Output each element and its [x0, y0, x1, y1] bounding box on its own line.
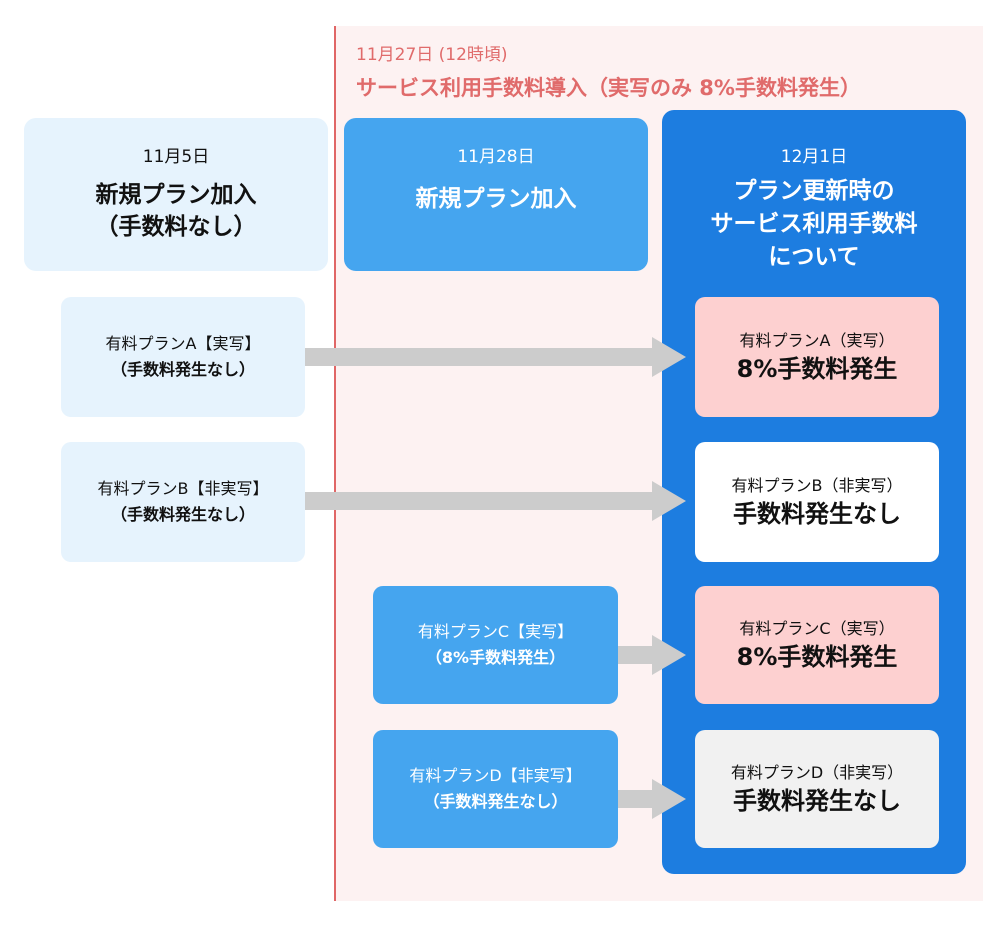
plan-c-box: 有料プランC【実写】 （8%手数料発生）	[373, 586, 618, 704]
plan-label: 有料プランD【非実写】	[409, 766, 582, 785]
arrow-plan-c	[618, 635, 686, 675]
event-title: サービス利用手数料導入（実写のみ 8%手数料発生）	[356, 76, 861, 100]
result-value: 手数料発生なし	[733, 787, 901, 815]
result-label: 有料プランB（非実写）	[731, 476, 903, 495]
plan-fee-note: （手数料発生なし）	[110, 505, 255, 524]
event-divider-line	[334, 26, 336, 901]
column-date: 12月1日	[780, 147, 848, 167]
arrow-plan-d	[618, 779, 686, 819]
event-date: 11月27日 (12時頃)	[356, 45, 508, 65]
result-label: 有料プランA（実写）	[739, 331, 895, 350]
plan-b-box: 有料プランB【非実写】 （手数料発生なし）	[61, 442, 305, 562]
plan-fee-note: （8%手数料発生）	[425, 648, 566, 667]
result-plan-c: 有料プランC（実写） 8%手数料発生	[695, 586, 939, 704]
result-label: 有料プランD（非実写）	[730, 763, 904, 782]
column-title: 新規プラン加入	[415, 186, 577, 212]
result-value: 8%手数料発生	[736, 355, 898, 383]
result-value: 手数料発生なし	[733, 500, 901, 528]
arrow-plan-a	[305, 337, 686, 377]
column-date: 11月5日	[142, 147, 210, 167]
column-date: 11月28日	[457, 147, 535, 167]
column-title: 新規プラン加入 （手数料なし）	[95, 182, 257, 240]
result-plan-a: 有料プランA（実写） 8%手数料発生	[695, 297, 939, 417]
plan-a-box: 有料プランA【実写】 （手数料発生なし）	[61, 297, 305, 417]
result-label: 有料プランC（実写）	[739, 619, 895, 638]
arrow-plan-b	[305, 481, 686, 521]
column-nov5: 11月5日 新規プラン加入 （手数料なし）	[24, 118, 328, 271]
result-value: 8%手数料発生	[736, 643, 898, 671]
plan-label: 有料プランC【実写】	[417, 622, 574, 641]
plan-fee-note: （手数料発生なし）	[110, 360, 255, 379]
result-plan-d: 有料プランD（非実写） 手数料発生なし	[695, 730, 939, 848]
plan-label: 有料プランA【実写】	[105, 334, 261, 353]
result-plan-b: 有料プランB（非実写） 手数料発生なし	[695, 442, 939, 562]
plan-fee-note: （手数料発生なし）	[423, 792, 568, 811]
plan-d-box: 有料プランD【非実写】 （手数料発生なし）	[373, 730, 618, 848]
column-title: プラン更新時の サービス利用手数料 について	[710, 178, 918, 270]
column-nov28: 11月28日 新規プラン加入	[344, 118, 648, 271]
plan-label: 有料プランB【非実写】	[97, 479, 269, 498]
